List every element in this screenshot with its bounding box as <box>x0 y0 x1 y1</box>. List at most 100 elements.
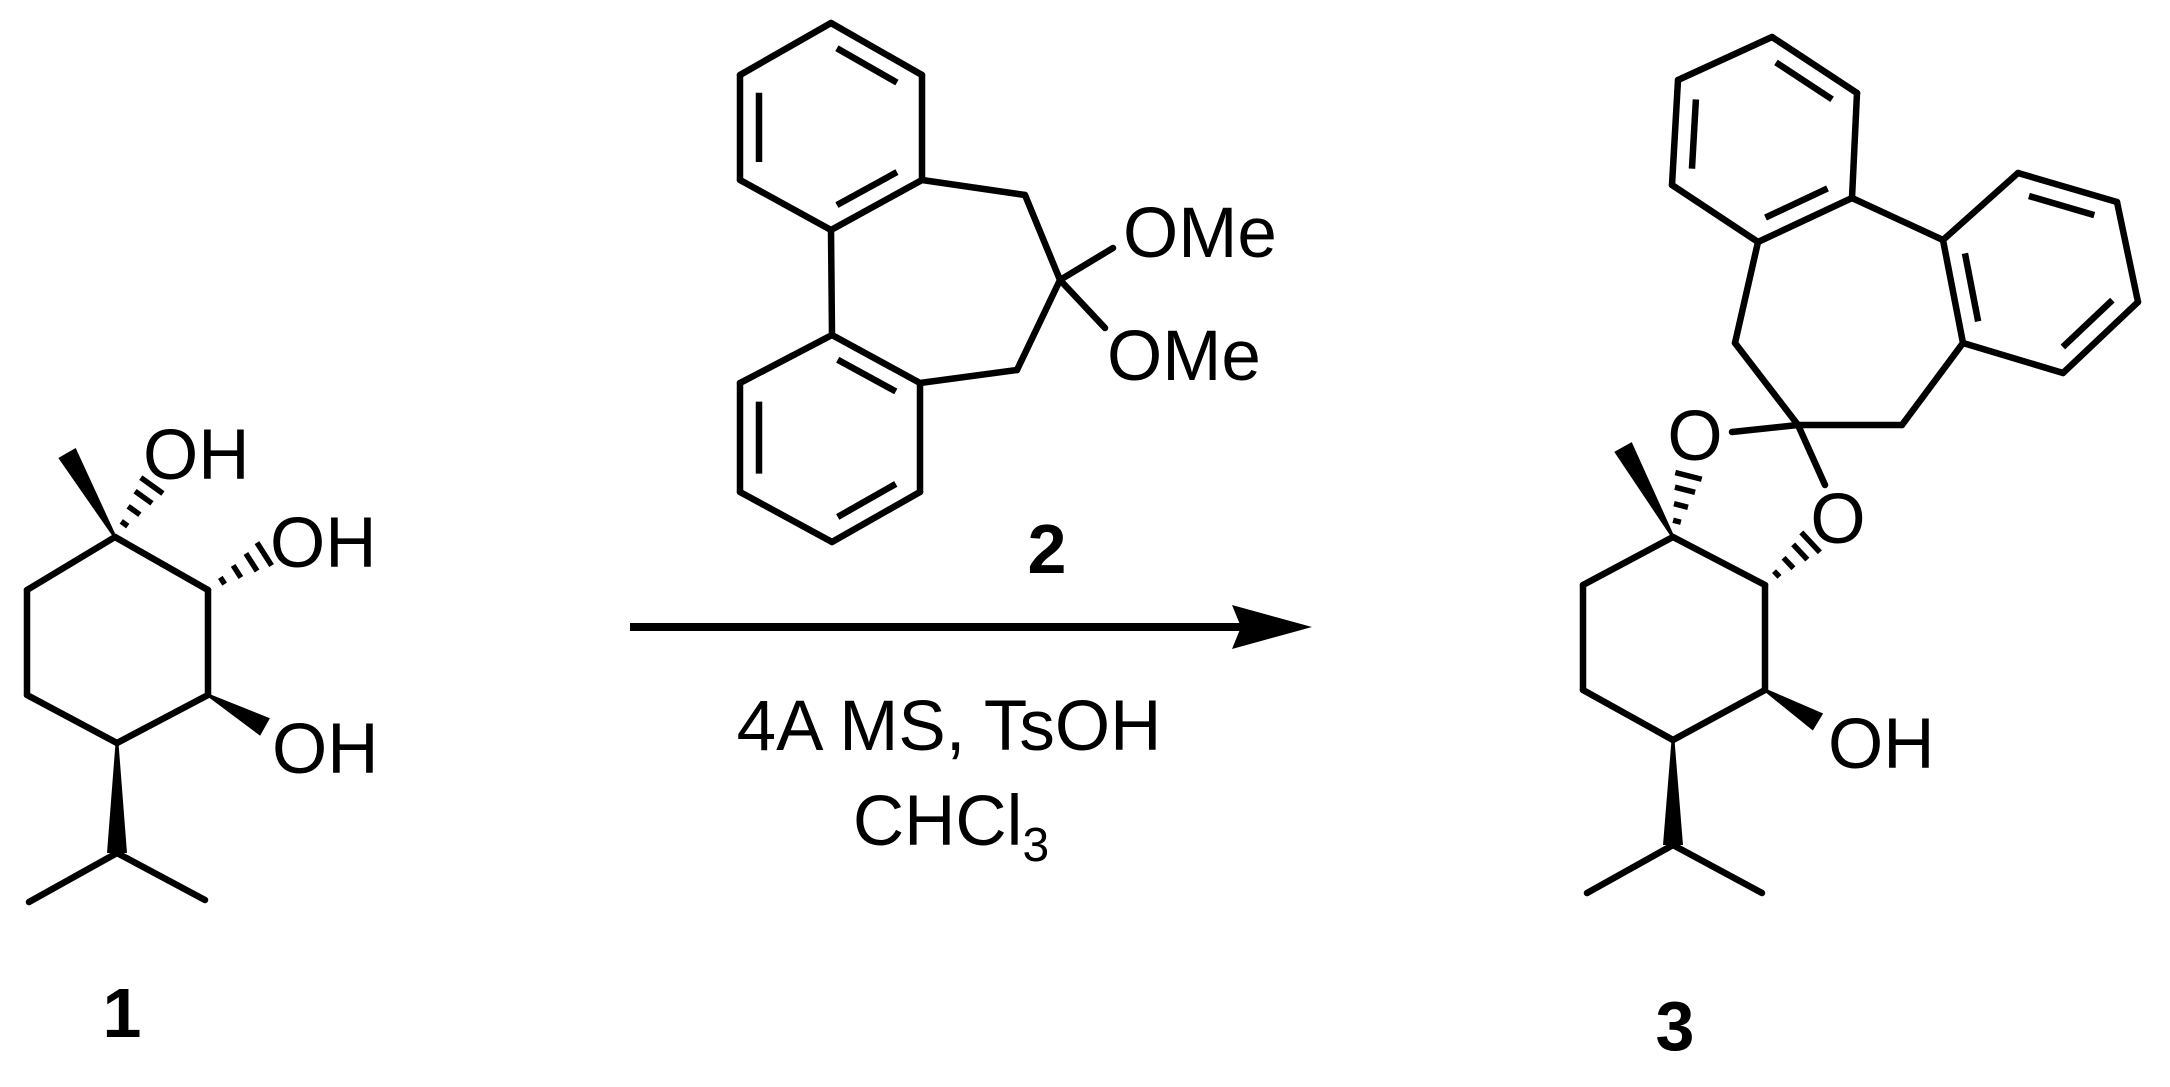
single-bond <box>1754 194 1856 246</box>
wedge-bond <box>1614 442 1675 538</box>
hash-bond-segment <box>1772 569 1782 579</box>
single-bond <box>113 849 209 904</box>
compound-3-skeleton <box>1579 33 2142 897</box>
hash-bond-segment <box>119 519 130 529</box>
single-bond <box>1768 33 1861 97</box>
single-bond <box>1056 276 1109 332</box>
compound-1-oh-label-2: OH <box>270 504 377 583</box>
single-bond <box>827 226 836 339</box>
single-bond <box>1731 238 1762 347</box>
single-bond <box>1668 76 1682 189</box>
compound-1-oh-label-3: OH <box>272 710 379 789</box>
solvent-formula-main: CHCl <box>853 782 1023 861</box>
hash-bond-segment <box>254 541 274 568</box>
single-bond <box>918 176 1029 199</box>
single-bond <box>1668 181 1762 246</box>
reaction-arrow-head-icon <box>1232 605 1312 649</box>
single-bond <box>1848 89 1861 202</box>
aromatic-double-bond <box>835 45 899 86</box>
compound-3-number-label: 3 <box>1656 987 1695 1065</box>
hash-bond-segment <box>133 488 154 506</box>
single-bond <box>1674 33 1776 84</box>
aromatic-double-bond <box>1774 59 1834 103</box>
hash-bond-segment <box>1674 484 1696 495</box>
hash-bond-segment <box>126 504 142 517</box>
aromatic-double-bond <box>2060 297 2115 350</box>
compound-2-dimethyl-ketal: OMe OMe 2 <box>736 19 1277 588</box>
solvent-formula-subscript: 3 <box>1022 819 1049 872</box>
reaction-conditions-solvent: CHCl3 <box>853 782 1049 872</box>
single-bond <box>736 331 836 387</box>
single-bond <box>1583 841 1677 897</box>
wedge-bond <box>207 693 270 736</box>
single-bond <box>736 176 835 234</box>
single-bond <box>1056 244 1117 284</box>
aromatic-double-bond <box>1764 185 1829 221</box>
wedge-bond <box>107 743 127 853</box>
compound-2-number-label: 2 <box>1028 510 1067 588</box>
single-bond <box>1848 194 1947 244</box>
single-bond <box>2014 169 2121 206</box>
hash-bond-segment <box>1791 542 1810 562</box>
single-bond <box>1013 276 1064 374</box>
single-bond <box>1731 339 1802 429</box>
single-bond <box>111 533 212 594</box>
compound-1-number-label: 1 <box>103 974 142 1052</box>
single-bond <box>1669 841 1766 897</box>
single-bond <box>828 488 924 546</box>
single-bond <box>1021 191 1064 284</box>
compound-2-skeleton <box>736 19 1117 546</box>
compound-3-o-label-2: O <box>1810 480 1865 559</box>
compound-3-spiroketal-product: O O OH 3 <box>1579 33 2142 1065</box>
single-bond <box>736 488 836 546</box>
single-bond <box>827 176 926 234</box>
single-bond <box>827 19 926 79</box>
single-bond <box>25 849 121 906</box>
hash-bond-segment <box>1674 469 1703 482</box>
single-bond <box>828 331 924 387</box>
single-bond <box>2113 198 2142 306</box>
single-bond <box>1939 236 1967 347</box>
aromatic-double-bond <box>836 481 898 520</box>
single-bond <box>1579 686 1677 744</box>
reaction-arrow: 4A MS, TsOH CHCl3 <box>630 605 1312 872</box>
hash-bond-segment <box>1673 501 1689 510</box>
single-bond <box>23 691 121 747</box>
single-bond <box>1669 686 1769 744</box>
aromatic-double-bond <box>836 356 898 395</box>
single-bond <box>23 533 119 594</box>
single-bond <box>1939 169 2022 244</box>
compound-1-skeleton <box>23 448 274 906</box>
compound-1-oh-label-1: OH <box>143 416 250 495</box>
compound-2-ome-label-2: OMe <box>1107 317 1261 396</box>
hash-bond-segment <box>1799 530 1822 555</box>
compound-2-ome-label-1: OMe <box>1123 194 1277 273</box>
single-bond <box>1728 421 1802 436</box>
single-bond <box>1794 421 1829 489</box>
single-bond <box>2059 298 2142 377</box>
hash-bond-segment <box>218 575 227 586</box>
aromatic-double-bond <box>835 169 899 208</box>
compound-1-menthane-triol: OH OH OH 1 <box>23 416 379 1052</box>
hash-bond-segment <box>1672 517 1682 525</box>
wedge-bond <box>58 448 117 538</box>
aromatic-double-bond <box>1961 252 1982 322</box>
wedge-bond <box>1663 740 1683 845</box>
compound-3-o-label-1: O <box>1667 397 1722 476</box>
aromatic-double-bond <box>1688 99 1700 169</box>
hash-bond-segment <box>243 552 260 573</box>
single-bond <box>1669 533 1769 589</box>
single-bond <box>1579 533 1677 589</box>
hash-bond-segment <box>139 475 165 496</box>
single-bond <box>1959 339 2067 377</box>
aromatic-double-bond <box>2028 192 2096 219</box>
reaction-conditions-reagents: 4A MS, TsOH <box>737 687 1162 766</box>
hash-bond-segment <box>230 563 244 580</box>
single-bond <box>916 366 1021 387</box>
hash-bond-segment <box>1781 555 1796 571</box>
compound-3-oh-label: OH <box>1828 705 1935 784</box>
wedge-bond <box>1764 688 1824 731</box>
single-bond <box>113 691 212 747</box>
single-bond <box>736 19 835 79</box>
